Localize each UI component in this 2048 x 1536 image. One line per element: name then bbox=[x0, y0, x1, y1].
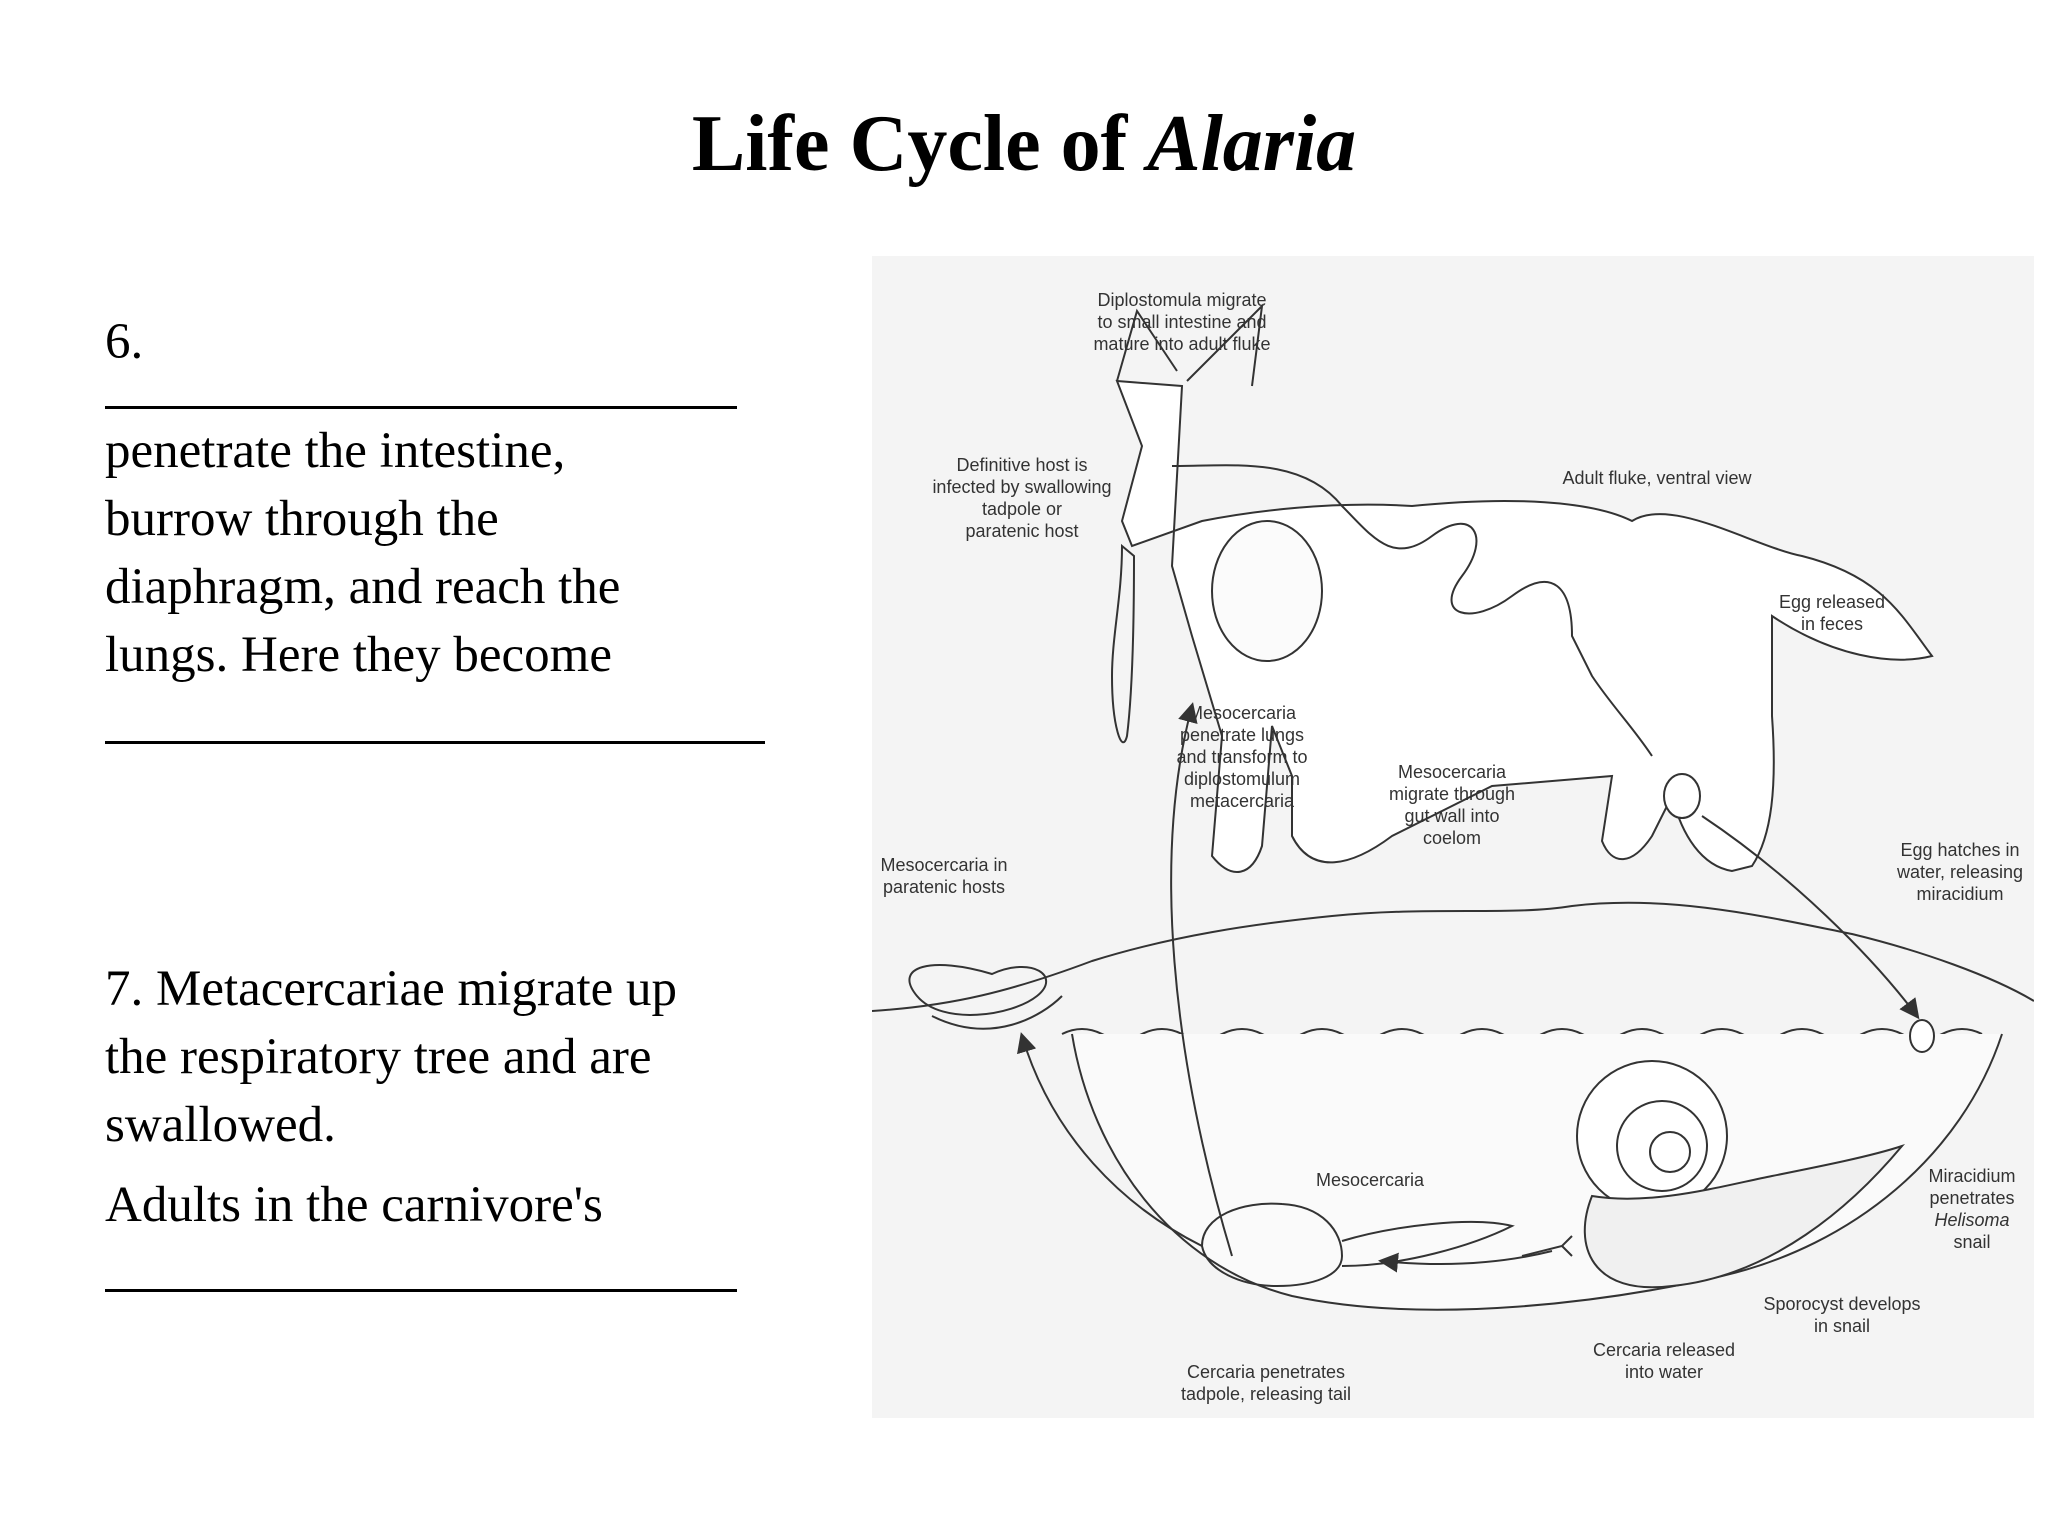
fox-lung bbox=[1212, 521, 1322, 661]
step-6-line-3: diaphragm, and reach the bbox=[105, 553, 795, 621]
answer-blank-6a bbox=[105, 406, 737, 409]
answer-blank-7 bbox=[105, 1289, 737, 1292]
answer-blank-6b bbox=[105, 741, 765, 744]
page-title: Life Cycle of Alaria bbox=[0, 100, 2048, 188]
step-7-line-2: the respiratory tree and are bbox=[105, 1023, 795, 1091]
step-6-line-2: burrow through the bbox=[105, 485, 795, 553]
label-adult-fluke: Adult fluke, ventral view bbox=[1562, 468, 1752, 488]
miracidium bbox=[1910, 1020, 1934, 1052]
step-6: 6. penetrate the intestine, burrow throu… bbox=[105, 308, 795, 744]
egg bbox=[1664, 774, 1700, 818]
step-6-number: 6. bbox=[105, 308, 795, 376]
step-6-line-1: penetrate the intestine, bbox=[105, 417, 795, 485]
step-7-line-1: 7. Metacercariae migrate up bbox=[105, 955, 795, 1023]
step-7: 7. Metacercariae migrate up the respirat… bbox=[105, 955, 795, 1292]
step-7-line-3: swallowed. bbox=[105, 1091, 795, 1159]
step-7-adults: Adults in the carnivore's bbox=[105, 1171, 795, 1239]
snail-shell bbox=[1577, 1061, 1727, 1211]
step-6-line-4: lungs. Here they become bbox=[105, 621, 795, 689]
label-mesocercaria: Mesocercaria bbox=[1316, 1170, 1425, 1190]
